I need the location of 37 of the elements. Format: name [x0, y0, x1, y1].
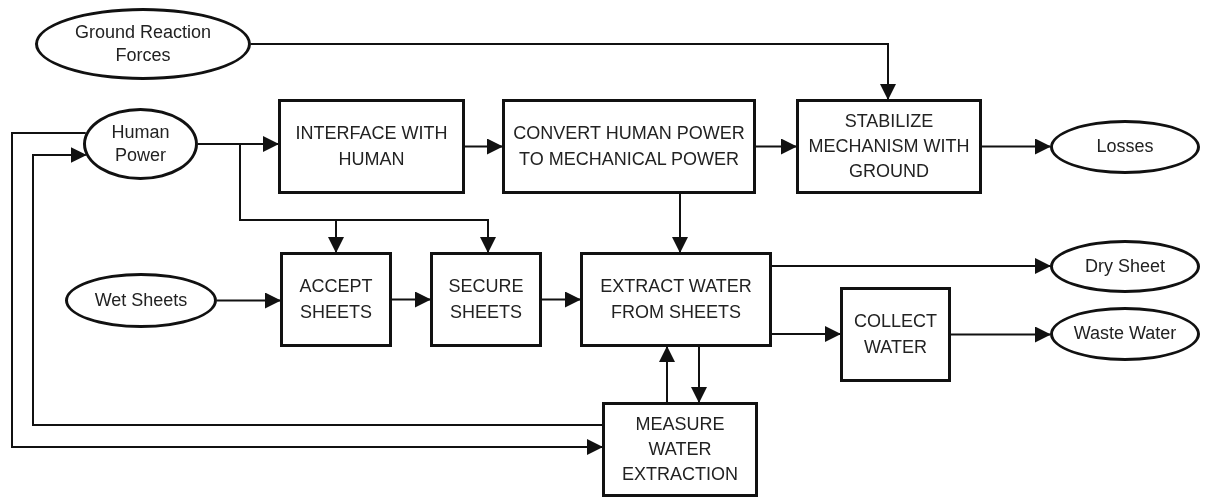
node-label: Ground Reaction Forces [73, 20, 213, 67]
node-label: EXTRACT WATER FROM SHEETS [599, 275, 753, 324]
arrow [464, 138, 503, 155]
arrow [216, 292, 281, 309]
node-label: CONVERT HUMAN POWER TO MECHANICAL POWER [512, 122, 746, 171]
process-box [278, 99, 465, 194]
arrow [11, 132, 603, 455]
node-label: SECURE SHEETS [447, 275, 525, 324]
arrow [771, 258, 1051, 274]
process-box [840, 287, 951, 382]
process-box [602, 402, 758, 497]
arrow [691, 346, 707, 403]
process-box [796, 99, 982, 194]
process-box [502, 99, 756, 194]
arrow [672, 193, 688, 253]
node-label: COLLECT WATER [853, 310, 938, 359]
arrow [659, 346, 675, 403]
node-label: STABILIZE MECHANISM WITH GROUND [807, 109, 971, 184]
arrow [981, 138, 1051, 155]
node-label: Losses [1096, 135, 1154, 159]
arrow [250, 43, 896, 100]
node-label: Waste Water [1073, 322, 1177, 346]
arrow [32, 147, 603, 426]
node-label: Human Power [110, 120, 171, 167]
node-label: INTERFACE WITH HUMAN [294, 122, 449, 171]
arrow [755, 138, 797, 155]
arrow [391, 291, 431, 308]
arrow [950, 326, 1051, 343]
node-label: MEASURE WATER EXTRACTION [621, 412, 739, 487]
node-label: ACCEPT SHEETS [298, 275, 374, 324]
process-box [280, 252, 392, 347]
node-label: Dry Sheet [1084, 254, 1165, 278]
arrow [771, 326, 841, 342]
process-box [580, 252, 772, 347]
process-box [430, 252, 542, 347]
arrow [541, 291, 581, 308]
node-label: Wet Sheets [94, 288, 188, 312]
